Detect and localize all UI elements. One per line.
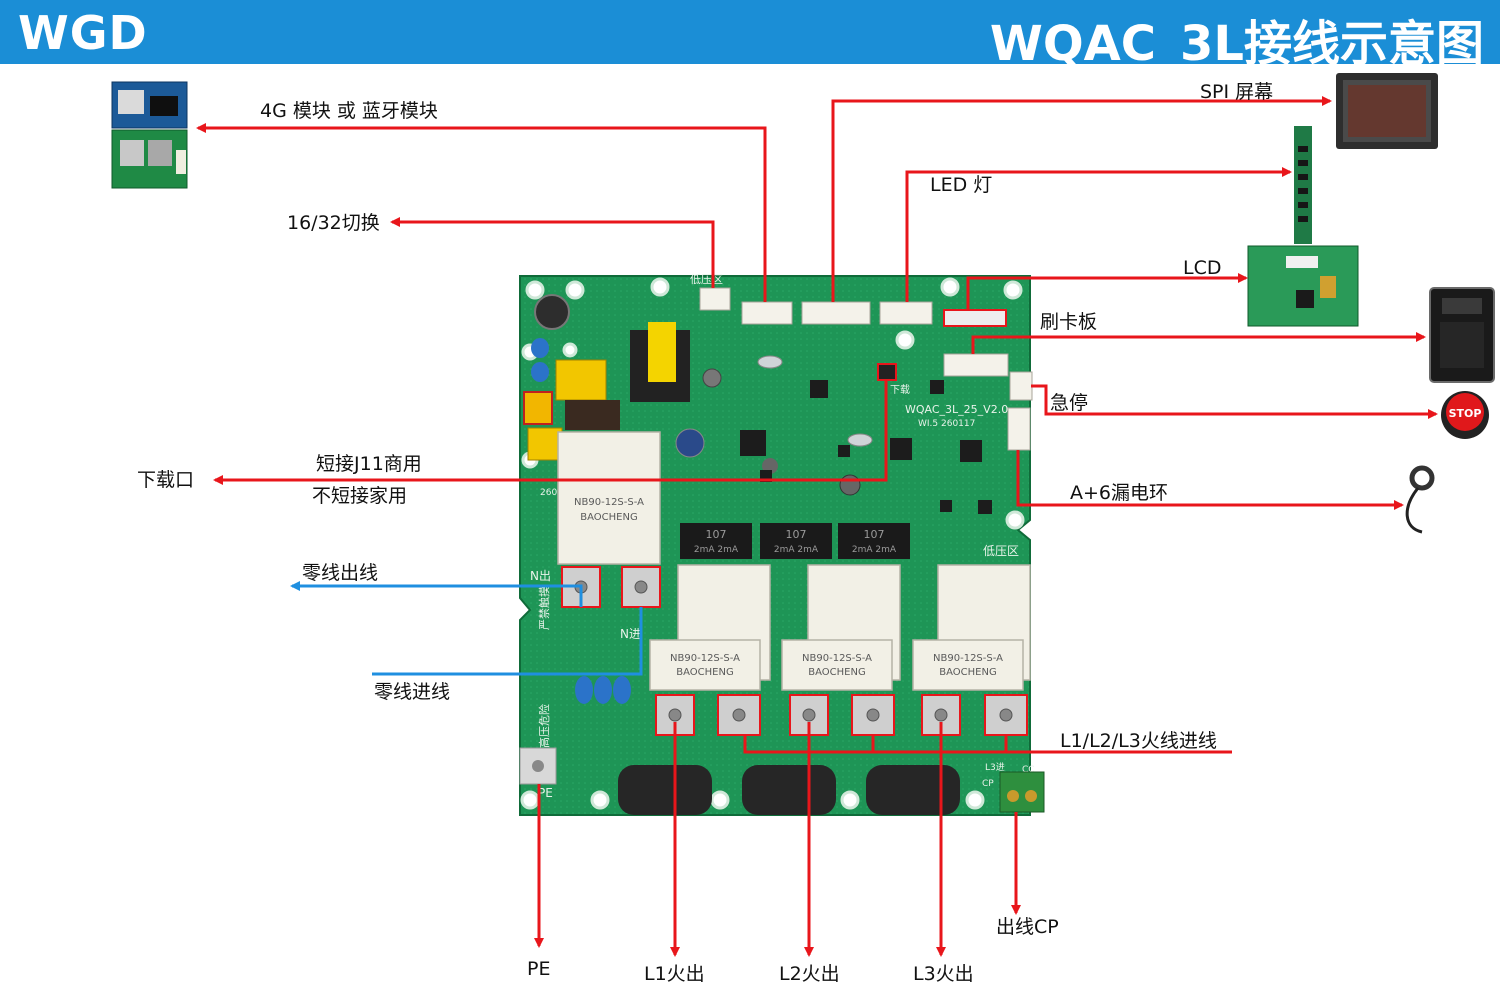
brand-logo: WGD [18,6,148,60]
small-relays: 107 2mA 2mA 107 2mA 2mA 107 2mA 2mA [680,523,910,559]
relay-rating-3: 2mA 2mA [852,545,897,555]
label-leakage-ring: A+6漏电环 [1070,482,1168,504]
label-led: LED 灯 [930,174,992,196]
arrow-neutral-out [290,581,583,607]
relay-rating-2: 2mA 2mA [774,545,819,555]
arrow-emergency-stop [1031,384,1438,419]
relay-model-l3: NB90-12S-S-A [933,653,1003,664]
arrow-lcd [966,273,1248,310]
board-zone-low-bottom: 低压区 [983,544,1019,558]
board-cp: CP [982,779,994,789]
led-strip [1294,126,1312,244]
board-model: WQAC_3L_25_V2.0 [905,403,1008,416]
arrow-leakage-ring [1016,450,1404,510]
stop-text: STOP [1449,407,1482,420]
relay-brand-l3: BAOCHENG [939,667,996,678]
board-zone-low: 低压区 [690,273,723,286]
arrow-spi-screen [831,96,1332,302]
board-n-in: N进 [620,627,641,641]
capacitor [534,294,570,330]
card-reader [1429,287,1495,383]
label-download-port: 下载口 [137,469,194,491]
label-live-in: L1/L2/L3火线进线 [1060,730,1217,752]
relay-rating-1: 2mA 2mA [694,545,739,555]
label-16-32: 16/32切换 [287,212,380,234]
lcd-board [1247,245,1359,327]
board-n-out: N出 [530,569,551,583]
label-card-board: 刷卡板 [1040,311,1097,333]
wiring-diagram: 低压区 WQAC_3L_25_V2.0 WI.5 260117 260117 下… [111,73,1495,985]
board-l3-in: L3进 [985,762,1005,773]
relay-model-n: NB90-12S-S-A [574,497,644,508]
relay-brand-n: BAOCHENG [580,512,637,523]
stop-button: STOP [1441,391,1489,439]
arrow-led [905,167,1292,302]
label-neutral-in: 零线进线 [374,681,450,703]
label-pe: PE [527,958,550,980]
label-short-j11: 短接J11商用 [316,453,422,475]
header-bar: WGD WQAC_3L接线示意图 [0,0,1500,72]
board-cc: CC [1022,765,1035,775]
relay-code-1: 107 [706,528,727,541]
relay-model-l1: NB90-12S-S-A [670,653,740,664]
module-4g-bluetooth [111,81,188,189]
arrow-card-board [971,332,1426,354]
label-l3-out: L3火出 [913,963,974,985]
relay-brand-l2: BAOCHENG [808,667,865,678]
spi-screen [1336,73,1438,149]
power-relays [557,431,1031,691]
leakage-ring-device [1405,465,1435,534]
arrow-download-port [213,380,888,485]
page-title: WQAC_3L接线示意图 [989,16,1484,72]
label-lcd: LCD [1183,257,1221,279]
label-spi-screen: SPI 屏幕 [1200,81,1273,103]
board-pe: PE [538,786,553,800]
blue-wires [290,581,643,676]
label-l2-out: L2火出 [779,963,840,985]
wire-neutral-in [372,607,643,676]
board-version: WI.5 260117 [918,419,975,429]
relay-code-2: 107 [786,528,807,541]
arrow-16-32 [390,217,715,288]
relay-brand-l1: BAOCHENG [676,667,733,678]
label-emergency-stop: 急停 [1050,392,1088,414]
board-warning-touch: 严禁触摸 [537,586,551,630]
label-l1-out: L1火出 [644,963,705,985]
board-warning-hv: 高压危险 [537,704,551,748]
label-4g-module: 4G 模块 或 蓝牙模块 [260,100,438,122]
board-download: 下载 [890,384,910,396]
red-wires [196,96,1438,957]
relay-code-3: 107 [864,528,885,541]
relay-model-l2: NB90-12S-S-A [802,653,872,664]
label-cp-out: 出线CP [996,916,1059,938]
wire-live-in [743,735,1232,754]
cp-connector [999,771,1045,813]
arrow-4g-module [196,123,767,302]
board-lot: 260117 [540,488,574,498]
pcb-board: 低压区 WQAC_3L_25_V2.0 WI.5 260117 260117 下… [519,273,1045,816]
label-no-short-j11: 不短接家用 [312,485,407,507]
label-neutral-out: 零线出线 [302,562,378,584]
